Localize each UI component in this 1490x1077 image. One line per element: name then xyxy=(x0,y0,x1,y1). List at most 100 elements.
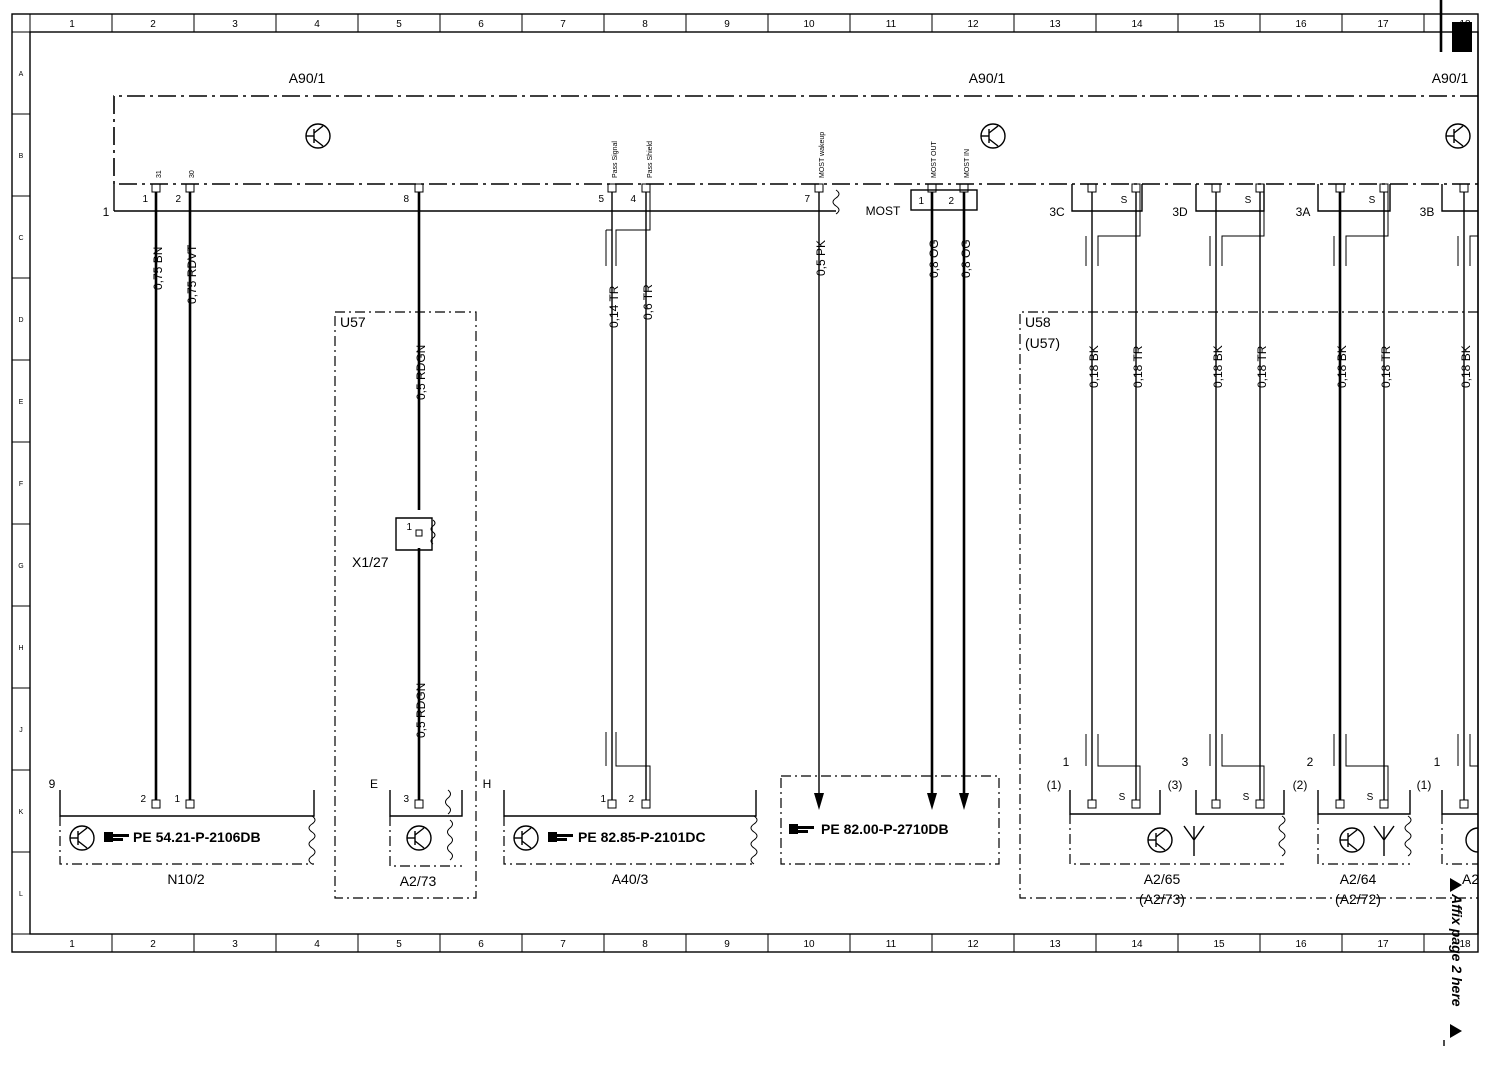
wire-label: 0,18 BK xyxy=(1459,345,1473,388)
wire-label: 0,18 TR xyxy=(1255,345,1269,388)
row-letter: E xyxy=(19,399,24,406)
row-letter: A xyxy=(19,71,24,78)
row-ticks xyxy=(12,113,30,853)
group-label: U58 xyxy=(1025,314,1051,330)
antenna-num: 1 xyxy=(1434,755,1441,769)
wire-label: 0,18 BK xyxy=(1335,345,1349,388)
wire-label: 0,5 RDGN xyxy=(414,683,428,738)
shield-mark: S xyxy=(1369,195,1376,206)
row-letter: G xyxy=(18,563,23,570)
pin-number: 7 xyxy=(804,194,810,205)
component-index: 9 xyxy=(49,777,56,791)
component-sub-label: (A2/72) xyxy=(1335,891,1381,907)
electronic-component-icon xyxy=(305,123,331,149)
connector-label: 3B xyxy=(1420,205,1435,219)
antenna-num-sub: (1) xyxy=(1047,778,1062,792)
row-letter: H xyxy=(18,645,23,652)
connector-3c: 3C S xyxy=(1049,183,1143,219)
wire-label: 0,18 BK xyxy=(1211,345,1225,388)
pin-name: MOST IN xyxy=(964,149,971,178)
col-num: 17 xyxy=(1377,939,1389,950)
column-numbers-top: 1 2 3 4 5 6 7 8 9 10 11 12 13 14 15 16 1… xyxy=(69,19,1471,30)
col-num: 3 xyxy=(232,19,238,30)
top-pins: 1 31 2 30 8 5 Pass Signal 4 Pass Shield … xyxy=(142,132,971,207)
col-num: 4 xyxy=(314,19,320,30)
row-letters: A B C D E F G H J K L xyxy=(18,71,23,898)
connector-3d: 3D S xyxy=(1172,183,1265,219)
electronic-component-icon xyxy=(1147,827,1173,853)
pin-number: 2 xyxy=(948,196,954,207)
col-num: 2 xyxy=(150,19,156,30)
wire-label: 0,5 PK xyxy=(814,240,828,276)
col-num: 1 xyxy=(69,19,75,30)
reference-hand-icon xyxy=(104,832,129,842)
col-num: 10 xyxy=(803,939,815,950)
antenna-num-sub: (3) xyxy=(1168,778,1183,792)
col-num: 9 xyxy=(724,939,730,950)
most-reference-box: PE 82.00-P-2710DB xyxy=(780,775,1000,865)
col-num: 8 xyxy=(642,939,648,950)
column-numbers-bottom: 1 2 3 4 5 6 7 8 9 10 11 12 13 14 15 16 1… xyxy=(69,939,1471,950)
pin-number: 2 xyxy=(140,794,146,805)
col-num: 9 xyxy=(724,19,730,30)
wire-label: 0,75 BN xyxy=(151,247,165,290)
pin-number: 2 xyxy=(628,794,634,805)
drawing-frame xyxy=(11,0,1479,953)
shield-mark: S xyxy=(1243,792,1250,803)
component-a2-65: 1 (1) 3 (3) S S A2/65 (A2/73) xyxy=(1047,755,1286,907)
component-label: A2/64 xyxy=(1340,871,1377,887)
col-num: 11 xyxy=(886,19,897,30)
row-letter: B xyxy=(19,153,24,160)
pin-most-wakeup: 7 MOST wakeup xyxy=(804,132,826,205)
bus-pin-label: 1 xyxy=(103,205,110,219)
pin-most-in: 2 MOST IN xyxy=(948,149,971,207)
col-num: 13 xyxy=(1049,19,1061,30)
col-num: 14 xyxy=(1131,19,1143,30)
component-a40-3: 1 2 PE 82.85-P-2101DC A40/3 xyxy=(503,790,758,887)
col-num: 12 xyxy=(967,19,979,30)
component-sub-label: (A2/73) xyxy=(1139,891,1185,907)
reference-hand-icon xyxy=(548,832,573,842)
wire-label: 0,18 TR xyxy=(1131,345,1145,388)
wire-labels: 0,75 BN 0,75 RDVT 0,5 RDGN 0,5 RDGN 0,14… xyxy=(151,239,1473,738)
sheet-marker-block xyxy=(1452,22,1472,52)
wire-label: 0,8 OG xyxy=(927,239,941,278)
pin-number: 8 xyxy=(403,194,409,205)
pin-name: Pass Signal xyxy=(612,141,619,178)
control-unit-a90-1: A90/1 A90/1 A90/1 1 MOST xyxy=(103,70,1478,219)
col-num: 3 xyxy=(232,939,238,950)
unit-label-right: A90/1 xyxy=(1432,70,1469,86)
connector-label: 3C xyxy=(1049,205,1065,219)
component-n10-2: 2 1 9 PE 54.21-P-2106DB N10/2 xyxy=(49,777,316,887)
pin-pass-signal: 5 Pass Signal xyxy=(598,141,619,205)
col-num: 6 xyxy=(478,939,484,950)
row-letter: L xyxy=(19,891,23,898)
component-label: N10/2 xyxy=(167,871,205,887)
col-num: 13 xyxy=(1049,939,1061,950)
component-label: A2 xyxy=(1462,871,1479,887)
component-ref: PE 82.00-P-2710DB xyxy=(821,821,949,837)
col-num: 8 xyxy=(642,19,648,30)
most-label: MOST xyxy=(866,204,901,218)
electronic-component-icon xyxy=(69,825,95,851)
col-num: 15 xyxy=(1213,19,1225,30)
pin-name: Pass Shield xyxy=(647,141,654,178)
component-last-antenna: 1 (1) A2 xyxy=(1417,755,1480,887)
col-num: 7 xyxy=(560,939,566,950)
pin-number: 5 xyxy=(598,194,604,205)
pin-number: 1 xyxy=(918,196,924,207)
electronic-component-icon xyxy=(513,825,539,851)
component-tag: H xyxy=(483,777,492,791)
wire-label: 0,14 TR xyxy=(607,285,621,328)
col-num: 1 xyxy=(69,939,75,950)
resistor-icon xyxy=(832,189,840,215)
group-label: U57 xyxy=(340,314,366,330)
component-label: A2/73 xyxy=(400,873,437,889)
col-num: 4 xyxy=(314,939,320,950)
row-letter: D xyxy=(18,317,23,324)
shield-mark: S xyxy=(1245,195,1252,206)
wire-label: 0,6 TR xyxy=(641,284,655,320)
wires xyxy=(154,192,1465,810)
coax-shields xyxy=(605,191,1478,801)
antenna-num-sub: (1) xyxy=(1417,778,1432,792)
